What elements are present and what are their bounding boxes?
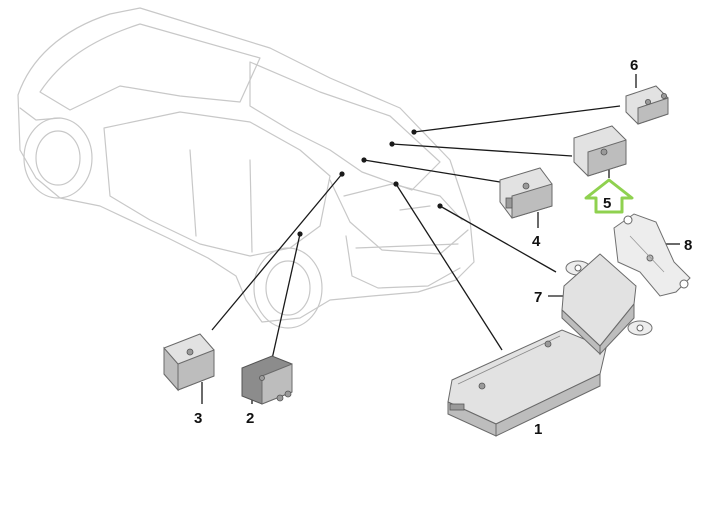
callout-7: 7 xyxy=(534,289,542,306)
leader-dot-2 xyxy=(297,231,303,237)
part-7-control-unit xyxy=(561,253,653,356)
callout-1: 1 xyxy=(534,421,542,438)
part-2-module xyxy=(241,355,293,405)
callout-2: 2 xyxy=(246,410,254,427)
callout-8: 8 xyxy=(684,237,692,254)
part-1-control-unit xyxy=(447,329,607,437)
leader-dot-3 xyxy=(339,171,345,177)
callout-4: 4 xyxy=(532,233,541,250)
leader-dot-7 xyxy=(437,203,443,209)
vehicle-outline xyxy=(17,7,475,329)
leader-dot-5 xyxy=(389,141,395,147)
leader-dots xyxy=(297,129,443,237)
part-4-module xyxy=(499,167,553,219)
part-5-module xyxy=(573,125,627,177)
part-3-module xyxy=(163,333,215,392)
part-8-bracket xyxy=(613,213,691,297)
callout-3: 3 xyxy=(194,410,202,427)
highlight-arrow-icon xyxy=(584,178,634,214)
leader-dot-6 xyxy=(411,129,417,135)
part-6-module xyxy=(625,85,669,125)
leader-dot-1 xyxy=(393,181,399,187)
callout-6: 6 xyxy=(630,57,638,74)
callout-5: 5 xyxy=(603,195,611,212)
leader-dot-4 xyxy=(361,157,367,163)
